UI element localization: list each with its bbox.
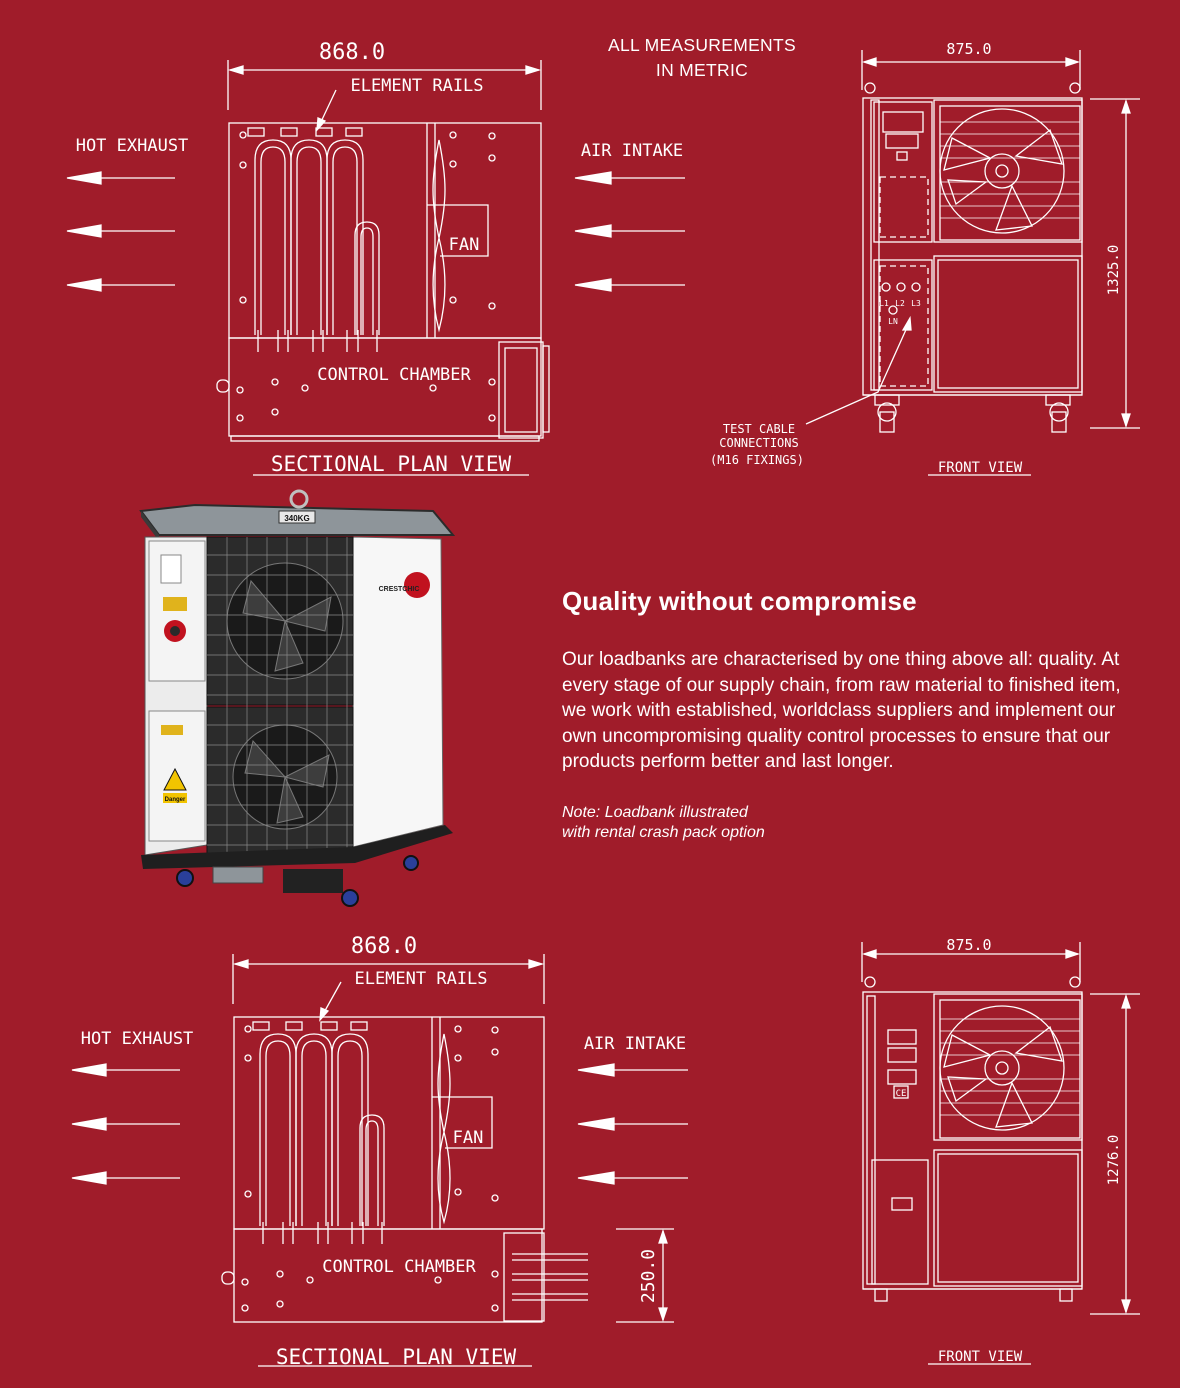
ce-mark: CE [896,1089,907,1099]
section-title: Quality without compromise [562,586,917,616]
photo-brand-label: CRESTCHIC [379,586,420,593]
photo-danger-label: Danger [165,797,186,803]
plan-bottom-width-dimension: 868.0 [351,934,417,959]
front-top-width-dimension: 875.0 [946,40,991,58]
plan-bottom-hot-exhaust-label: HOT EXHAUST [81,1029,194,1049]
measurements-note: ALL MEASUREMENTS IN METRIC [590,33,814,83]
illustration-note-line2: with rental crash pack option [562,823,765,841]
plan-top-caption: SECTIONAL PLAN VIEW [271,452,512,476]
terminal-l1: L1 [879,299,889,308]
terminal-l2: L2 [895,299,905,308]
front-top-height-dimension: 1325.0 [1106,245,1122,296]
front-bottom-caption: FRONT VIEW [938,1349,1023,1365]
illustration-note: Note: Loadbank illustrated with rental c… [562,803,1142,843]
front-bottom-height-dimension: 1276.0 [1106,1135,1122,1186]
plan-bottom-control-chamber-label: CONTROL CHAMBER [322,1257,476,1277]
sectional-plan-view-bottom: 868.0 ELEMENT RAILS HOT EXHAUST FAN CONT… [71,934,674,1369]
measurements-note-line1: ALL MEASUREMENTS [608,35,796,55]
plan-bottom-air-intake-label: AIR INTAKE [584,1034,686,1054]
section-body: Our loadbanks are characterised by one t… [562,649,1121,772]
front-view-bottom: 875.0 1276.0 CE FRONT VIEW [861,936,1140,1365]
terminal-ln: LN [888,317,898,326]
plan-bottom-height-dimension: 250.0 [638,1249,659,1303]
test-cable-line2: CONNECTIONS [719,436,798,450]
plan-top-air-intake-label: AIR INTAKE [581,141,683,161]
terminal-l3: L3 [911,299,921,308]
test-cable-line1: TEST CABLE [723,422,795,436]
plan-top-hot-exhaust-label: HOT EXHAUST [76,136,189,156]
sectional-plan-view-top: 868.0 ELEMENT RAILS HOT EXHAUST FAN CONT… [66,40,550,476]
measurements-note-line2: IN METRIC [655,60,749,80]
front-view-top: 875.0 1325.0 L1 L2 L3 LN TEST CABLE CONN… [710,40,1140,476]
air-intake-bottom: AIR INTAKE [577,1034,688,1185]
loadbank-photo: 340KG Danger CRESTCHIC [139,489,456,907]
plan-bottom-caption: SECTIONAL PLAN VIEW [276,1345,517,1369]
quality-section: Quality without compromise Our loadbanks… [562,586,1142,843]
air-intake-top: AIR INTAKE [574,141,685,292]
front-top-caption: FRONT VIEW [938,460,1023,476]
front-bottom-width-dimension: 875.0 [946,936,991,954]
illustration-note-line1: Note: Loadbank illustrated [562,803,748,821]
plan-top-control-chamber-label: CONTROL CHAMBER [317,365,471,385]
plan-top-width-dimension: 868.0 [319,40,385,65]
photo-weight-label: 340KG [284,514,309,523]
test-cable-line3: (M16 FIXINGS) [710,453,804,467]
plan-top-element-rails-label: ELEMENT RAILS [350,76,483,96]
plan-top-fan-label: FAN [449,235,480,255]
plan-bottom-fan-label: FAN [453,1128,484,1148]
plan-bottom-element-rails-label: ELEMENT RAILS [354,969,487,989]
